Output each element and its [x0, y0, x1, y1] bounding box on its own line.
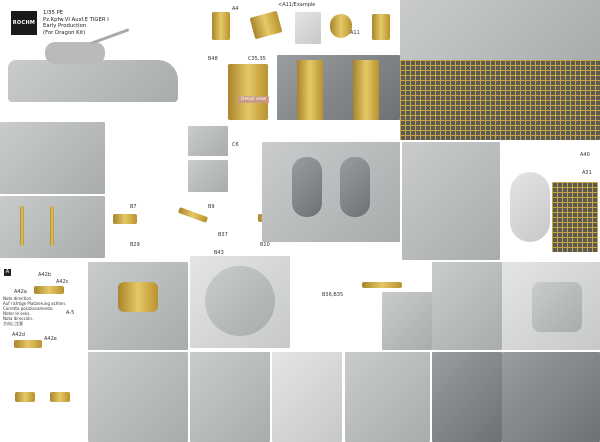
- hull-side-photo-1: [88, 352, 188, 442]
- hatch-latch-photo: [432, 352, 502, 442]
- engine-grate-photo-left: [400, 60, 510, 140]
- stowage-boxes-panel: C6: [108, 122, 258, 202]
- detail-view-tag: Detail view: [238, 96, 270, 103]
- bracket: [50, 392, 70, 402]
- bracket: [113, 214, 137, 224]
- brass-parts-panel: A4 <A11/Example A11: [200, 0, 400, 52]
- open-hatch-photo: [502, 352, 600, 442]
- rear-photo-top: [400, 0, 600, 62]
- latch: [34, 286, 64, 294]
- hull-detail-photo: [0, 122, 105, 194]
- driver-hatch-photo: [502, 262, 600, 350]
- side-panel-photo: A40 A31: [500, 142, 600, 260]
- brass-cup: [330, 14, 352, 38]
- grille: [552, 182, 598, 252]
- part-label: C35,35: [248, 56, 266, 62]
- brass-cylinder-assembled: [372, 14, 390, 40]
- title-line: Pz.Kpfw.VI Ausf.E TIGER I: [43, 16, 109, 23]
- chain: [362, 282, 402, 288]
- title-panel: ROCHM 1/35 PE Pz.Kpfw.VI Ausf.E TIGER I …: [0, 0, 200, 112]
- track-guard-photo: [345, 352, 430, 442]
- latch: [14, 340, 42, 348]
- box-strap: [20, 206, 24, 246]
- large-brass-cylinder: [228, 64, 268, 120]
- part-label: A11: [350, 30, 360, 36]
- stowage-box: [188, 160, 228, 192]
- title-line: 1/35 PE: [43, 10, 64, 16]
- brand-logo: ROCHM: [11, 11, 37, 35]
- fan-housing: [340, 157, 370, 217]
- tank-model-photo: [8, 60, 178, 102]
- part-label: A4: [232, 6, 239, 12]
- stowage-box-photo: [0, 196, 105, 258]
- title-line: (For Dragon Kit): [43, 29, 86, 36]
- part-label: A31: [582, 170, 592, 176]
- part-label: B48: [208, 56, 218, 62]
- cylinder-detail-panel: B48 C35,35 Detail view: [200, 52, 272, 120]
- hull-corner: [382, 292, 432, 350]
- turret-roof-photo: [190, 256, 290, 348]
- part-label: B7: [130, 204, 137, 210]
- part-label: B9: [208, 204, 215, 210]
- brass-cylinder-tilted: [249, 10, 283, 40]
- cupola-photo: [88, 262, 188, 350]
- part-label: C6: [232, 142, 239, 148]
- periscope-guards: [118, 282, 158, 312]
- engine-compartment-photo: [262, 142, 400, 242]
- bracket: [15, 392, 35, 402]
- part-label: A42e: [44, 336, 57, 342]
- bracket-parts-bottom: [0, 352, 85, 442]
- part-label: B10: [260, 242, 270, 248]
- hatch-open-photo: [432, 262, 502, 350]
- exhaust-guard: [297, 60, 323, 120]
- note-line: Auf richtige Platzierung achten.: [3, 301, 67, 306]
- example-card: [295, 12, 321, 44]
- exhaust-guard: [353, 60, 379, 120]
- hatch-side-photo: [402, 142, 500, 260]
- part-label: A42d: [12, 332, 25, 338]
- note-line: 方向に注意: [3, 321, 23, 326]
- hull-side-photo-2: [190, 352, 270, 442]
- note-line: Nota dirección.: [3, 316, 34, 321]
- note-line: Noter le sens.: [3, 311, 31, 316]
- title-line: Early Production: [43, 23, 87, 29]
- product-title: 1/35 PE Pz.Kpfw.VI Ausf.E TIGER I Early …: [43, 10, 109, 36]
- part-label: A42a: [14, 289, 27, 295]
- rounded-hatch: [510, 172, 550, 242]
- turret-hatch-photo: [272, 352, 342, 442]
- direction-note: Note direction. Auf richtige Platzierung…: [3, 296, 66, 326]
- fan-housing: [292, 157, 322, 217]
- note-line: Corretto posizionamento.: [3, 306, 54, 311]
- box-strap: [50, 206, 54, 246]
- stowage-box: [188, 126, 228, 156]
- part-label: B43: [214, 250, 224, 256]
- part-label: A42b: [38, 272, 51, 278]
- part-label: A-5: [66, 310, 75, 316]
- step-a-panel: A A42b A42c A42a Note direction. Auf ric…: [0, 264, 85, 350]
- engine-deck-photo: [277, 55, 400, 120]
- part-label: B37: [218, 232, 228, 238]
- step-a-badge: A: [4, 269, 11, 276]
- hatch: [532, 282, 582, 332]
- tank-turret: [45, 42, 105, 64]
- part-label: A40: [580, 152, 590, 158]
- star-bracket: [177, 207, 209, 223]
- part-label: B36,B35: [322, 292, 344, 298]
- part-label: A42c: [56, 279, 69, 285]
- part-label: B29: [130, 242, 140, 248]
- note-line: Note direction.: [3, 296, 33, 301]
- engine-grate-photo-right: [510, 60, 600, 140]
- chain-parts: B36,B35: [292, 262, 432, 350]
- brass-cylinder-a4: [212, 12, 230, 40]
- hatch-ring: [205, 266, 275, 336]
- part-label: <A11/Example: [278, 2, 316, 8]
